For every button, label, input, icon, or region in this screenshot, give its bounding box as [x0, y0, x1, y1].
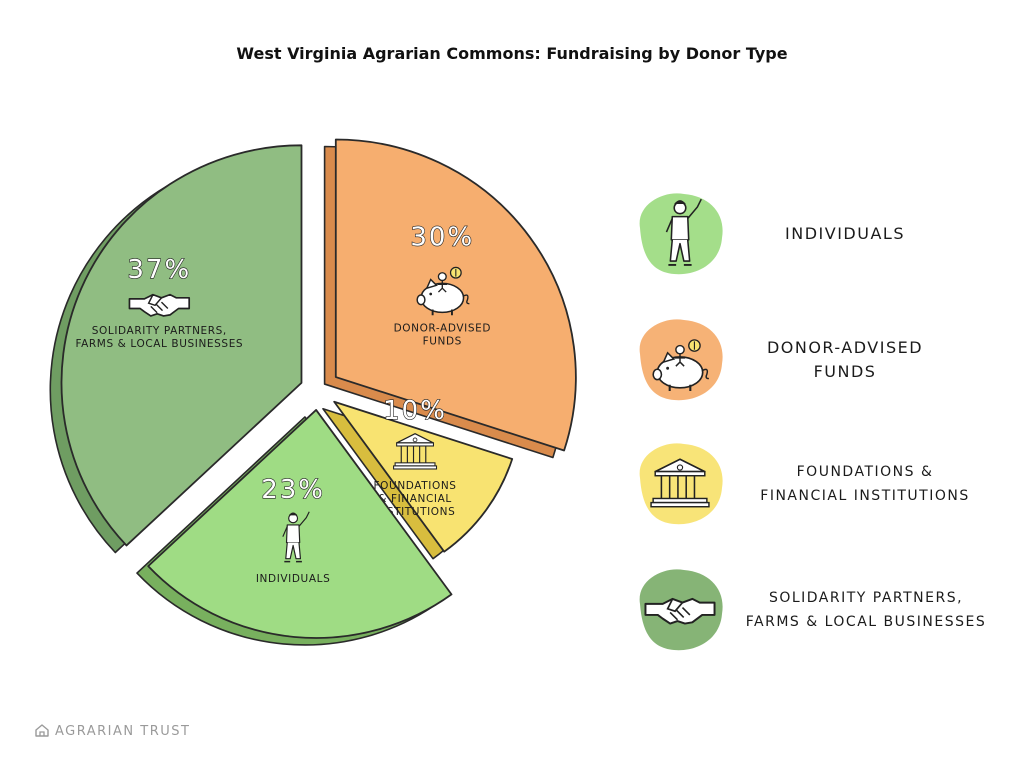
slice-category-label-solidarity: SOLIDARITY PARTNERS, [92, 325, 227, 337]
legend-item-individuals [639, 193, 723, 275]
legend-swatch-foundations [639, 443, 723, 525]
legend-label-line: SOLIDARITY PARTNERS, [768, 590, 964, 606]
legend-label-line: DONOR-ADVISED [766, 338, 924, 357]
legend-label-line: FARMS & LOCAL BUSINESSES [745, 614, 987, 630]
slice-category-label-solidarity: FARMS & LOCAL BUSINESSES [75, 338, 243, 350]
legend-label-line: FOUNDATIONS & [796, 464, 934, 480]
slice-category-label-foundations: & FINANCIAL [378, 493, 452, 505]
slice-category-label-foundations: INSTITUTIONS [375, 506, 456, 518]
legend-label-daf: DONOR-ADVISED FUNDS [720, 336, 970, 384]
pie-slice-individuals [147, 409, 453, 639]
slice-group-individuals: 23% INDIVIDUALS [136, 409, 453, 646]
value-label-solidarity: 37% [127, 255, 191, 285]
value-label-individuals: 23% [261, 475, 325, 505]
value-label-daf: 30% [410, 222, 474, 252]
chart-title: West Virginia Agrarian Commons: Fundrais… [236, 44, 788, 63]
agrarian-trust-brand: AGRARIAN TRUST [34, 722, 190, 739]
legend-label-solidarity: SOLIDARITY PARTNERS, FARMS & LOCAL BUSINE… [716, 586, 1016, 634]
legend-label-line: INDIVIDUALS [785, 224, 905, 243]
house-logo-icon [35, 724, 49, 737]
brand-name: AGRARIAN TRUST [55, 724, 191, 739]
value-label-foundations: 10% [383, 396, 447, 426]
legend-label-foundations: FOUNDATIONS & FINANCIAL INSTITUTIONS [720, 460, 1010, 508]
slice-category-label-foundations: FOUNDATIONS [374, 480, 457, 492]
legend-label-line: FINANCIAL INSTITUTIONS [760, 488, 970, 504]
legend-label-individuals: INDIVIDUALS [720, 222, 970, 246]
legend-label-line: FUNDS [813, 362, 877, 381]
pie-slice-foundations [333, 400, 514, 553]
pie-slice-solidarity [60, 144, 303, 547]
slice-group-solidarity: 37% SOLIDARITY PARTNERS,FARMS & LOCAL BUS… [49, 144, 303, 554]
legend-item-foundations [639, 443, 723, 525]
slice-category-label-daf: DONOR-ADVISED [394, 322, 491, 334]
slice-category-label-daf: FUNDS [423, 335, 462, 347]
legend-item-solidarity [639, 569, 723, 651]
slice-category-label-individuals: INDIVIDUALS [256, 573, 330, 585]
legend-item-daf [639, 319, 723, 401]
